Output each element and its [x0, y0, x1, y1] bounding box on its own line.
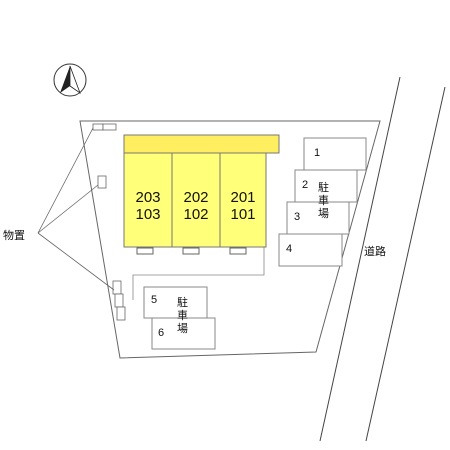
storage-shed-top-b [102, 123, 117, 131]
unit-label-202-102: 202 102 [172, 189, 220, 223]
unit-number-203: 203 [135, 189, 161, 206]
apartment-building [123, 134, 280, 255]
building-unit-202 [171, 152, 221, 248]
unit-label-201-101: 201 101 [220, 189, 266, 223]
parking-slot-4-label: 4 [286, 243, 293, 255]
parking-slot-3-label: 3 [294, 211, 301, 223]
parking-east-label: 駐 車 場 [318, 181, 329, 220]
unit-number-103: 103 [135, 206, 161, 223]
parking-slot-3 [286, 201, 350, 235]
parking-slot-2-label: 2 [302, 179, 309, 191]
building-roof [123, 134, 280, 154]
parking-slot-4 [278, 233, 343, 267]
parking-slot-6-label: 6 [158, 327, 165, 339]
storage-sheds [92, 123, 126, 321]
storage-leader-lines [37, 127, 115, 291]
unit-number-201: 201 [230, 189, 256, 206]
storage-shed-low-a [112, 280, 122, 295]
storage-shed-mid [97, 175, 107, 189]
parking-south-label-1: 駐 [177, 296, 188, 309]
unit-number-202: 202 [183, 189, 209, 206]
storage-label: 物置 [3, 229, 25, 242]
parking-slot-2 [294, 169, 358, 203]
ac-unit-1 [136, 247, 154, 255]
parking-slot-6 [151, 317, 216, 350]
north-arrow-icon [53, 63, 87, 97]
parking-slot-5 [143, 286, 208, 319]
unit-number-101: 101 [230, 206, 256, 223]
parking-south-label-3: 場 [177, 322, 188, 335]
road [319, 76, 446, 442]
building-unit-201 [219, 152, 267, 248]
unit-label-203-103: 203 103 [124, 189, 172, 223]
storage-shed-low-b [114, 293, 124, 308]
parking-east-label-3: 場 [318, 207, 329, 220]
parking-south-label: 駐 車 場 [177, 296, 188, 335]
road-label: 道路 [364, 245, 386, 258]
storage-shed-low-c [116, 306, 126, 321]
ac-unit-3 [229, 247, 247, 255]
parking-south [143, 286, 216, 350]
parking-east-label-1: 駐 [318, 181, 329, 194]
parking-slot-5-label: 5 [151, 294, 158, 306]
parking-east-label-2: 車 [318, 194, 329, 207]
parking-south-label-2: 車 [177, 309, 188, 322]
ac-unit-2 [182, 247, 200, 255]
parking-east [278, 137, 367, 267]
storage-shed-top-a [92, 123, 104, 131]
unit-number-102: 102 [183, 206, 209, 223]
parking-slot-1-label: 1 [314, 147, 321, 159]
